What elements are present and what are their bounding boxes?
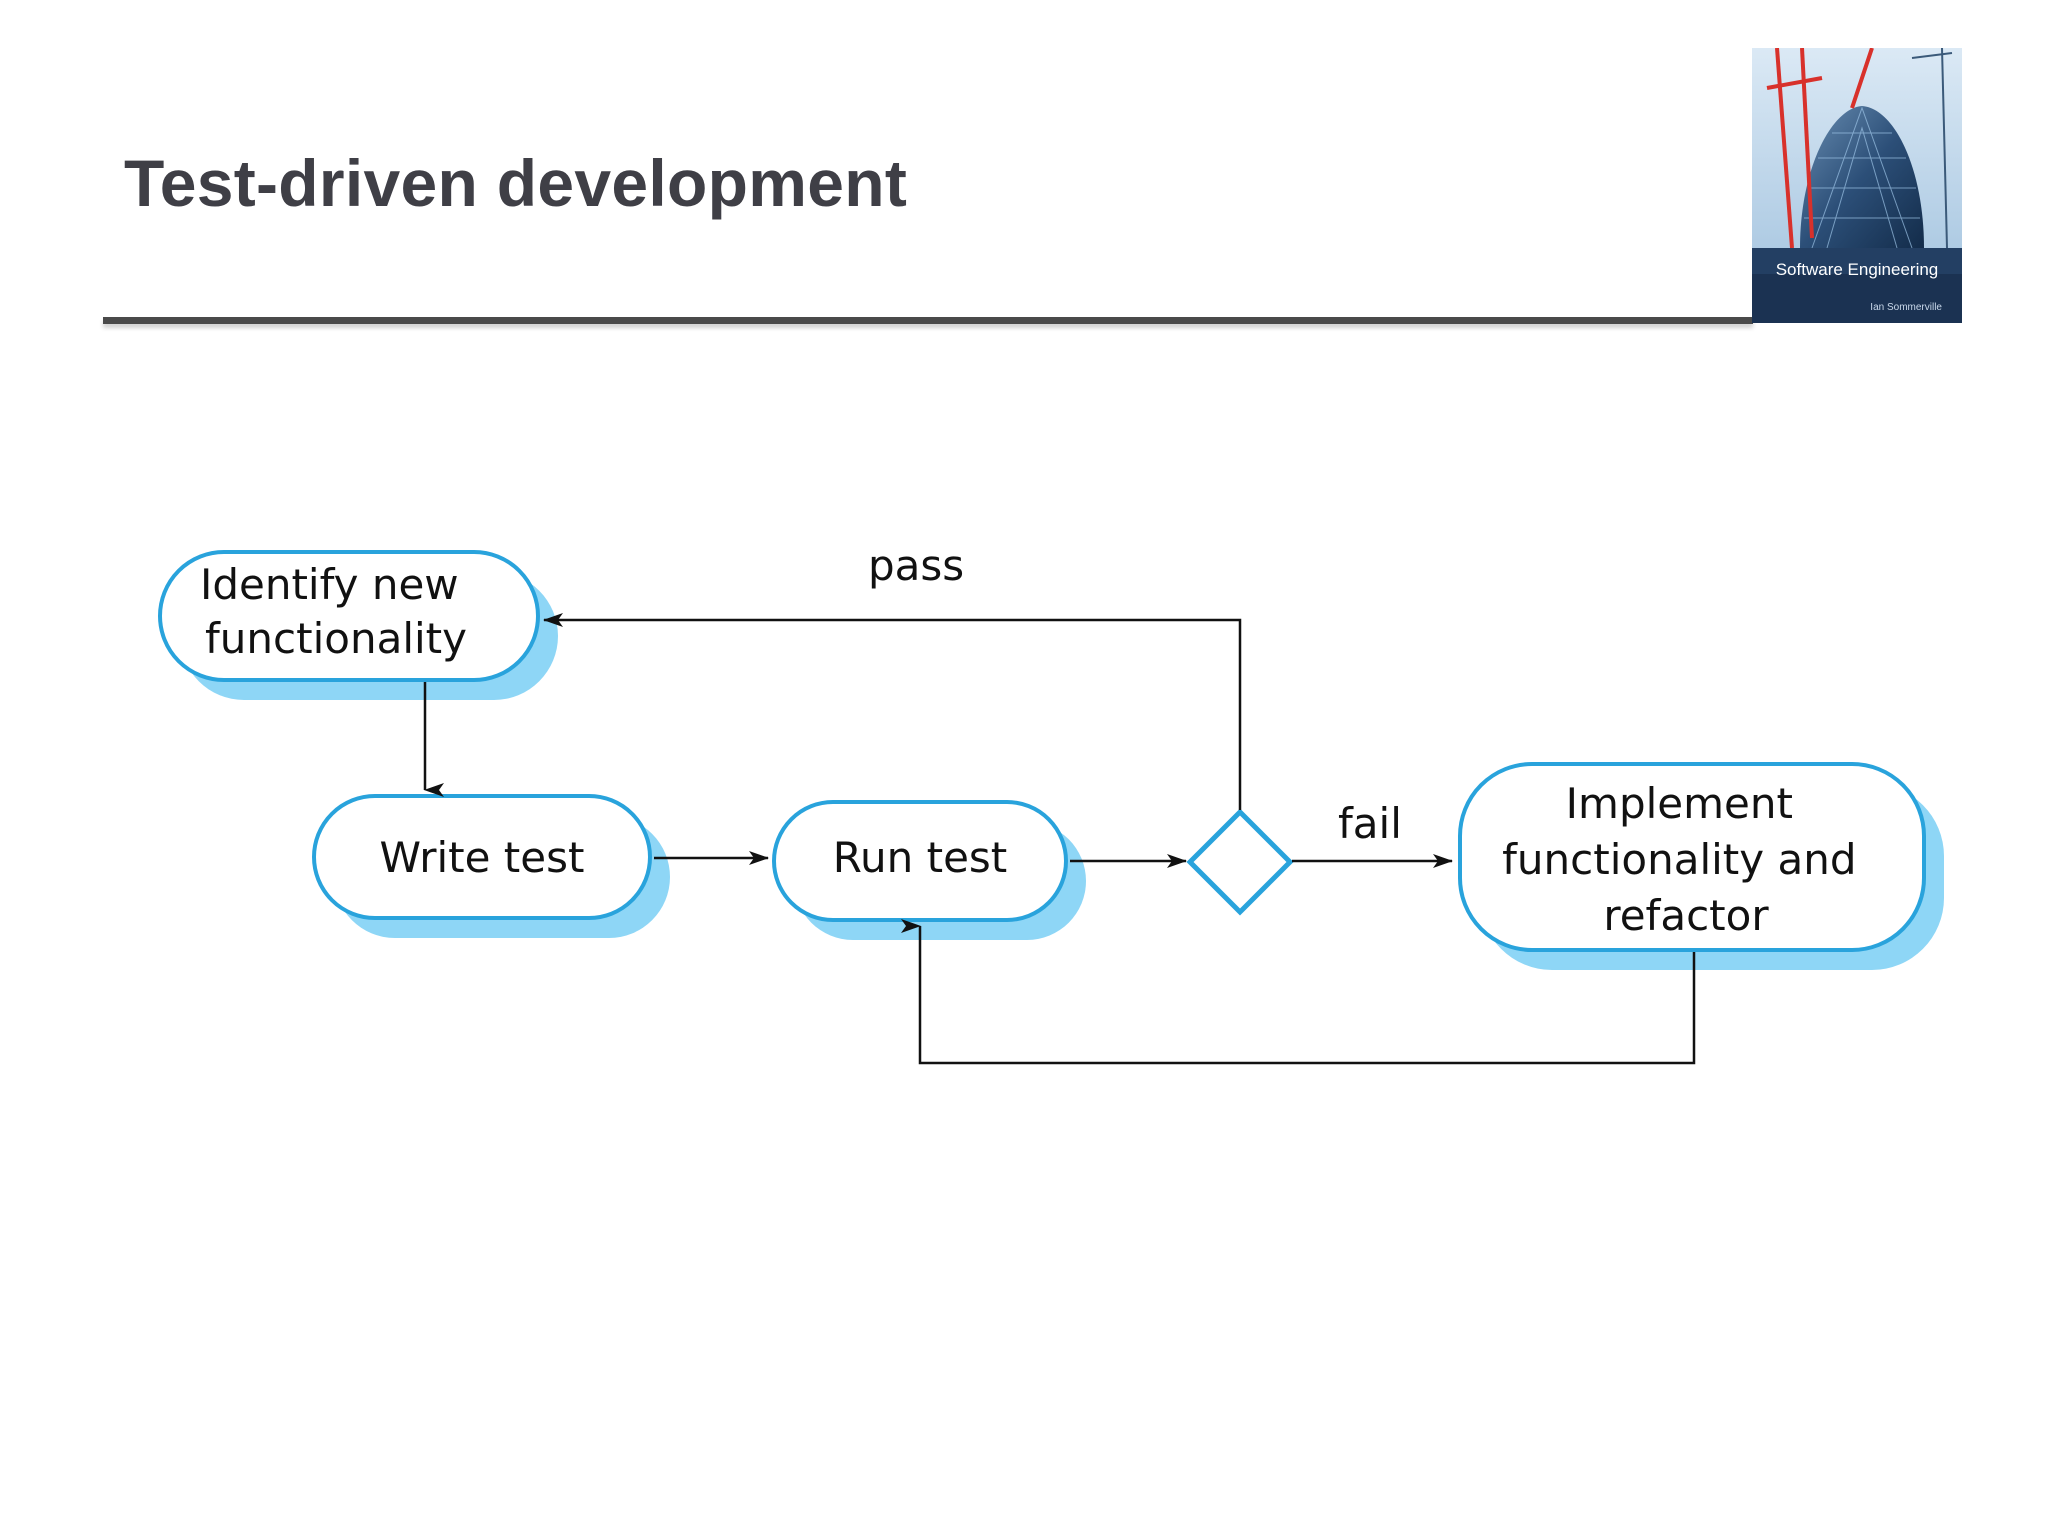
node-label: Implement functionality and refactor bbox=[1502, 779, 1870, 940]
node-label-line: functionality and bbox=[1502, 835, 1856, 884]
node-label-line: Write test bbox=[380, 833, 585, 882]
node-box bbox=[312, 794, 652, 920]
title-divider bbox=[103, 317, 1753, 324]
node-label-line: Identify new bbox=[200, 560, 459, 609]
node-box bbox=[1458, 762, 1926, 952]
node-label-line: refactor bbox=[1603, 891, 1769, 940]
node-label-line: Run test bbox=[833, 833, 1008, 882]
node-run-test: Run test bbox=[772, 800, 1086, 940]
node-implement-functionality: Implement functionality and refactor bbox=[1458, 762, 1944, 970]
node-identify-new-functionality: Identify new functionality bbox=[158, 550, 558, 700]
node-label-line: functionality bbox=[205, 614, 467, 663]
node-label: Run test bbox=[833, 833, 1008, 882]
node-label: Identify new functionality bbox=[200, 560, 472, 663]
edge-label-fail: fail bbox=[1338, 799, 1402, 848]
node-box bbox=[158, 550, 540, 682]
slide-title: Test-driven development bbox=[124, 146, 908, 220]
edge-label-pass: pass bbox=[868, 541, 964, 590]
node-label-line: Implement bbox=[1566, 779, 1793, 828]
book-cover-image: Software Engineering Ian Sommerville bbox=[1752, 48, 1962, 323]
node-write-test: Write test bbox=[312, 794, 670, 938]
book-cover-title: Software Engineering bbox=[1776, 260, 1939, 279]
decision-diamond bbox=[1186, 808, 1294, 916]
node-label: Write test bbox=[380, 833, 585, 882]
book-cover-author: Ian Sommerville bbox=[1870, 302, 1942, 313]
edge-decision-to-identify bbox=[543, 613, 1242, 810]
edge-implement-to-run bbox=[901, 919, 1696, 1065]
